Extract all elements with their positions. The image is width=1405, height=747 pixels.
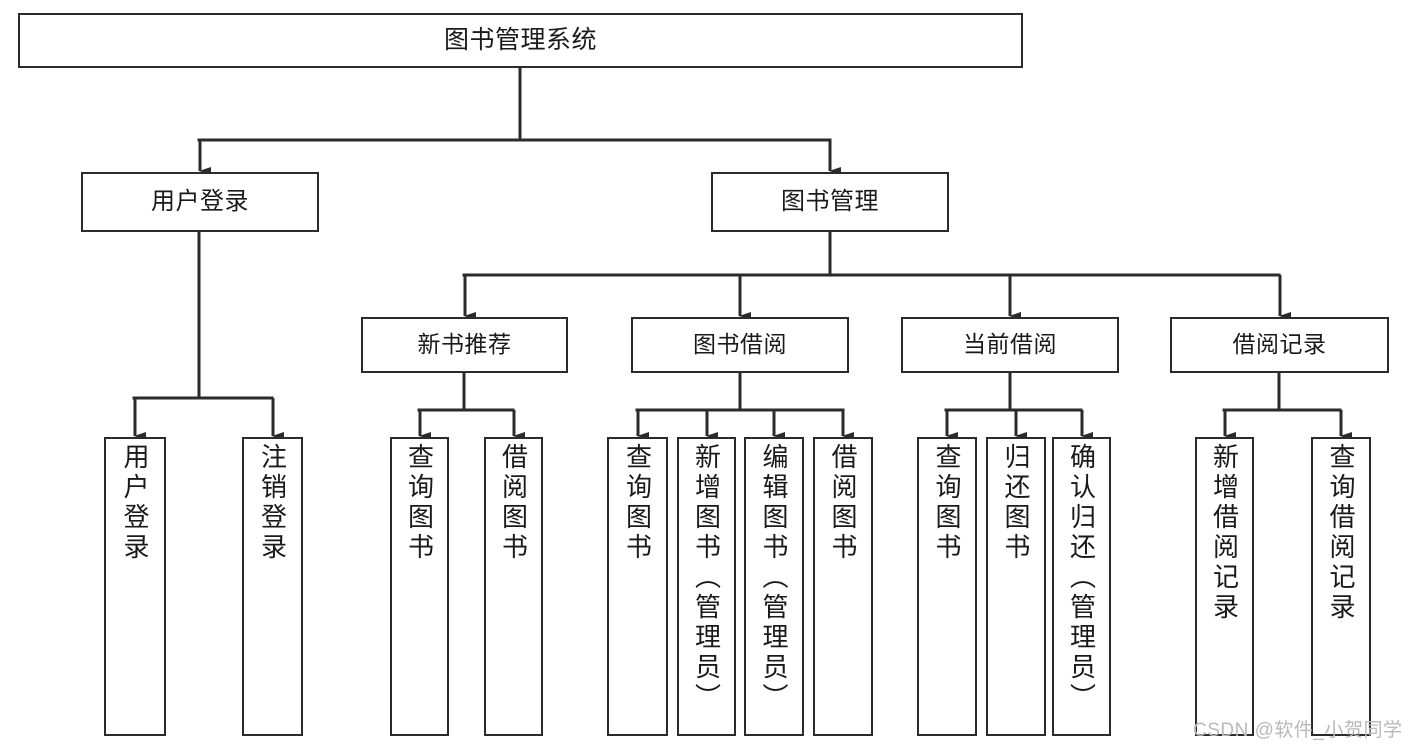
node-leaf-borrow-book[interactable]: 借阅图书 bbox=[813, 437, 873, 736]
node-label-current-borrow: 当前借阅 bbox=[963, 331, 1057, 358]
node-leaf-add-book[interactable]: 新增图书（管理员） bbox=[677, 437, 736, 736]
node-leaf-query-book[interactable]: 查询图书 bbox=[607, 437, 668, 736]
node-label-leaf-confirm-return: 确认归还（管理员） bbox=[1066, 443, 1097, 713]
connector-rails bbox=[132, 66, 1342, 412]
node-root[interactable]: 图书管理系统 bbox=[18, 13, 1023, 68]
node-label-leaf-query-record: 查询借阅记录 bbox=[1326, 443, 1356, 623]
node-current-borrow[interactable]: 当前借阅 bbox=[901, 317, 1119, 373]
node-label-leaf-add-record: 新增借阅记录 bbox=[1209, 443, 1240, 623]
node-label-leaf-user-logout: 注销登录 bbox=[257, 443, 288, 563]
node-new-book-rec[interactable]: 新书推荐 bbox=[361, 317, 568, 373]
node-label-leaf-user-login: 用户登录 bbox=[120, 443, 150, 563]
node-leaf-user-login[interactable]: 用户登录 bbox=[104, 437, 166, 736]
node-label-leaf-borrow-book-rec: 借阅图书 bbox=[498, 443, 529, 563]
node-leaf-add-record[interactable]: 新增借阅记录 bbox=[1195, 437, 1254, 736]
node-borrow-record[interactable]: 借阅记录 bbox=[1170, 317, 1389, 373]
node-leaf-return-book[interactable]: 归还图书 bbox=[986, 437, 1046, 736]
node-book-manage[interactable]: 图书管理 bbox=[711, 172, 949, 232]
node-label-new-book-rec: 新书推荐 bbox=[417, 331, 512, 358]
node-label-leaf-add-book: 新增图书（管理员） bbox=[691, 443, 722, 713]
node-label-leaf-edit-book: 编辑图书（管理员） bbox=[759, 443, 789, 713]
connector-arrows bbox=[133, 140, 1352, 440]
node-label-leaf-query-book-rec: 查询图书 bbox=[404, 443, 435, 563]
node-label-borrow-record: 借阅记录 bbox=[1232, 331, 1327, 358]
node-label-leaf-borrow-book: 借阅图书 bbox=[828, 443, 858, 563]
node-label-root: 图书管理系统 bbox=[443, 25, 597, 54]
node-leaf-query-record[interactable]: 查询借阅记录 bbox=[1311, 437, 1371, 736]
node-label-book-manage: 图书管理 bbox=[781, 187, 879, 215]
node-leaf-edit-book[interactable]: 编辑图书（管理员） bbox=[744, 437, 804, 736]
node-label-leaf-return-book: 归还图书 bbox=[1001, 443, 1031, 563]
node-user-login[interactable]: 用户登录 bbox=[81, 172, 319, 232]
node-label-user-login: 用户登录 bbox=[151, 187, 249, 215]
node-label-leaf-query-book-cur: 查询图书 bbox=[932, 443, 962, 563]
node-label-leaf-query-book: 查询图书 bbox=[622, 443, 653, 563]
node-label-book-borrow: 图书借阅 bbox=[693, 331, 787, 358]
node-book-borrow[interactable]: 图书借阅 bbox=[631, 317, 849, 373]
node-leaf-query-book-cur[interactable]: 查询图书 bbox=[917, 437, 977, 736]
node-leaf-confirm-return[interactable]: 确认归还（管理员） bbox=[1052, 437, 1111, 736]
node-leaf-user-logout[interactable]: 注销登录 bbox=[242, 437, 303, 736]
node-leaf-query-book-rec[interactable]: 查询图书 bbox=[390, 437, 449, 736]
node-leaf-borrow-book-rec[interactable]: 借阅图书 bbox=[484, 437, 543, 736]
